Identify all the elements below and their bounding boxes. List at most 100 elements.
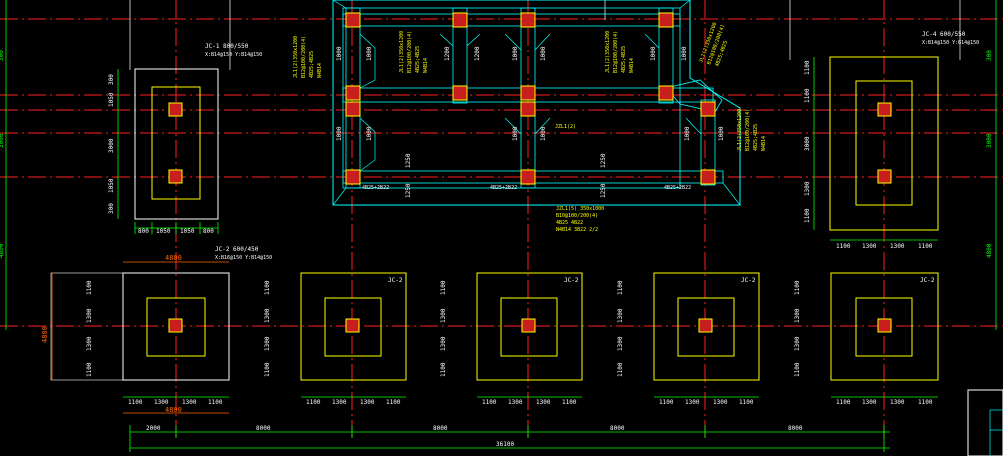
dim-label: 1100: [128, 399, 143, 406]
dim-label: 1000: [650, 46, 657, 61]
beam-annotation: JL1(2)350x1200: [737, 109, 743, 151]
dim-label: 3000: [0, 133, 5, 148]
column: [700, 101, 716, 117]
dim-label: 1100: [804, 60, 811, 75]
dim-label: 1300: [804, 181, 811, 196]
footing-label: JC-2 600/450: [215, 246, 259, 253]
beam-annotation: JL1(2)350x1200: [293, 36, 299, 78]
footing-outline: [476, 272, 583, 381]
column: [877, 169, 892, 184]
beam-annotation: JL1(2)350x1200: [399, 31, 405, 73]
dim-label: 36100: [496, 441, 514, 448]
dim-label: 4800: [0, 243, 5, 258]
beam-haunch: [466, 33, 481, 47]
dim-label: 1050: [180, 228, 195, 235]
dim-label: 1300: [86, 308, 93, 323]
column: [520, 101, 536, 117]
dim-label: 8000: [610, 425, 625, 432]
beam-annotation: B12@100/200(4): [301, 36, 307, 78]
beam-h: [342, 13, 681, 27]
beam-haunch: [679, 0, 691, 9]
dim-label: 1100: [804, 208, 811, 223]
dim-label: 1250: [405, 183, 412, 198]
dim-label: 1300: [332, 399, 347, 406]
column: [700, 169, 716, 185]
column: [877, 318, 892, 333]
dim-label: 8000: [433, 425, 448, 432]
dim-label: 3000: [108, 138, 115, 153]
beam-haunch: [685, 117, 702, 135]
beam-annotation: N4B14 3B22 2/2: [556, 227, 598, 233]
dim-label: 1300: [862, 399, 877, 406]
pedestal-outline: [324, 297, 382, 357]
footing-jc2-e: JC-2 1100 1300 1300 1100 1100 1300 1300 …: [794, 272, 939, 406]
dim-label: 1300: [86, 336, 93, 351]
footing-label: JC-4 600/550: [922, 31, 966, 38]
footing-label: JC-2: [388, 277, 403, 284]
bottom-rebar: 4B25+2B22: [664, 185, 691, 191]
dim-label: 1000: [681, 46, 688, 61]
beam-annotation: B12@100/200(4): [613, 31, 619, 73]
dim-label: 1200: [474, 46, 481, 61]
dim-label: 1100: [264, 362, 271, 377]
beam-annotation: B12@100/200(4): [407, 31, 413, 73]
beam-haunch: [644, 33, 660, 49]
beam-haunch: [332, 0, 347, 9]
beam-v: [452, 7, 468, 104]
column: [452, 85, 468, 101]
overall-dim-chain: 2000 8000 8000 8000 8000 36100: [129, 425, 890, 452]
beam-annotation: JZL1(5) 350x1000: [556, 206, 604, 212]
dim-label: 1000: [512, 46, 519, 61]
dim-label: 300: [0, 50, 5, 61]
dim-label: 1100: [918, 399, 933, 406]
dim-label: 8000: [788, 425, 803, 432]
beam-haunch: [534, 33, 551, 51]
beam-v: [700, 99, 716, 186]
dim-label: 1000: [540, 126, 547, 141]
dim-label: 2000: [146, 425, 161, 432]
dim-label: 800: [138, 228, 149, 235]
beam-annotation: 4B25 4B22: [556, 220, 583, 226]
dim-label: 1300: [713, 399, 728, 406]
pedestal-outline: [146, 297, 206, 357]
dim-label: 1100: [440, 362, 447, 377]
beam-haunch: [504, 33, 522, 51]
dim-label: 1000: [336, 126, 343, 141]
beam-haunch: [332, 187, 347, 206]
footing-outline: [829, 56, 939, 231]
dim-label: 3000: [804, 136, 811, 151]
beam-annotation: 4B25;4B25: [415, 46, 421, 73]
footing-jc2-a: JC-2 600/450 X:B16@150 Y:B14@150 4800 48…: [41, 246, 272, 414]
dim-label: 1100: [440, 280, 447, 295]
column: [658, 12, 674, 28]
bottom-rebar: 4B25+2B22: [362, 185, 389, 191]
dim-label: 1000: [512, 126, 519, 141]
footing-jc4: JC-4 600/550 X:B14@150 Y:B14@150 1100 11…: [804, 31, 979, 250]
dim-label: 1050: [108, 178, 115, 193]
dim-label: 300: [108, 74, 115, 85]
column: [345, 318, 360, 333]
footing-label: JC-2: [741, 277, 756, 284]
footing-jc1: JC-1 800/550 X:B14@150 Y:B14@150 300 105…: [108, 43, 262, 235]
footing-jc2-b: JC-2 1100 1300 1300 1100 1100 1300 1300 …: [264, 272, 407, 406]
dim-label: 1100: [264, 280, 271, 295]
dim-label: 1100: [306, 399, 321, 406]
footing-label: JC-2: [920, 277, 935, 284]
column: [168, 102, 183, 117]
dim-label: 1300: [154, 399, 169, 406]
dim-label: 1100: [386, 399, 401, 406]
column: [698, 318, 713, 333]
dim-label: 1300: [182, 399, 197, 406]
beam-haunch: [359, 33, 376, 89]
pedestal-outline: [855, 297, 913, 357]
footing-note: X:B14@150 Y:B14@150: [205, 52, 262, 58]
dim-label: 1100: [836, 399, 851, 406]
beam-annotation: N4B14: [629, 58, 635, 73]
footing-jc2-d: JC-2 1100 1300 1300 1100 1100 1300 1300 …: [617, 272, 760, 406]
footing-jc2-c: JC-2 1100 1300 1300 1100 1100 1300 1300 …: [440, 272, 583, 406]
dim-label: 1100: [794, 362, 801, 377]
dim-label: 3000: [986, 133, 993, 148]
column: [345, 169, 361, 185]
dim-label: 1100: [562, 399, 577, 406]
dim-label: 8000: [256, 425, 271, 432]
